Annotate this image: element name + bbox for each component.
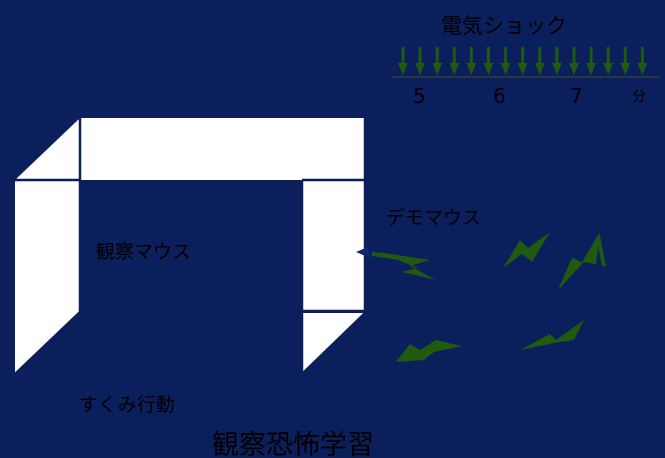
shock-arrow <box>500 47 511 75</box>
shock-arrow <box>432 47 443 75</box>
time-unit-label: 分 <box>632 89 646 105</box>
shock-arrow <box>449 47 460 75</box>
shock-arrow <box>517 47 528 75</box>
electric-shock-label: 電気ショック <box>441 14 567 38</box>
shock-bolt-upper-mid <box>503 232 550 268</box>
observation-box <box>14 118 367 375</box>
freezing-behavior-label: すくみ行動 <box>79 394 175 416</box>
shock-bolt-upper-left <box>371 252 436 280</box>
shock-bolt-upper-right <box>558 232 606 290</box>
observer-mouse-label: 観察マウス <box>96 241 192 263</box>
shock-arrow <box>569 47 579 75</box>
box-left-wall <box>15 180 80 374</box>
shock-bolt-lower-left <box>396 340 462 362</box>
tick-label-5: 5 <box>413 84 426 108</box>
demo-mouse-area <box>356 232 606 362</box>
shock-arrow <box>415 47 426 75</box>
box-right-top-bevel <box>302 118 365 180</box>
shock-timeline <box>392 47 660 78</box>
shock-arrow <box>398 47 408 75</box>
shock-arrow-row <box>398 47 648 75</box>
demo-mouse-label: デモマウス <box>386 207 482 229</box>
shock-arrow <box>534 47 545 75</box>
tick-label-6: 6 <box>493 84 506 108</box>
shock-arrow <box>551 47 562 75</box>
box-left-top-bevel <box>15 118 80 180</box>
shock-bolt-lower-right <box>520 320 584 350</box>
shock-arrow <box>637 47 648 75</box>
slide-title: 観察恐怖学習 <box>212 430 374 458</box>
shock-arrow <box>483 47 494 75</box>
shock-arrow <box>466 47 477 75</box>
tick-label-7: 7 <box>570 84 583 108</box>
observation-arrow <box>356 247 370 258</box>
shock-arrow <box>620 47 631 75</box>
box-right-wall <box>302 180 365 310</box>
shock-arrow <box>603 47 614 75</box>
shock-arrow <box>586 47 597 75</box>
